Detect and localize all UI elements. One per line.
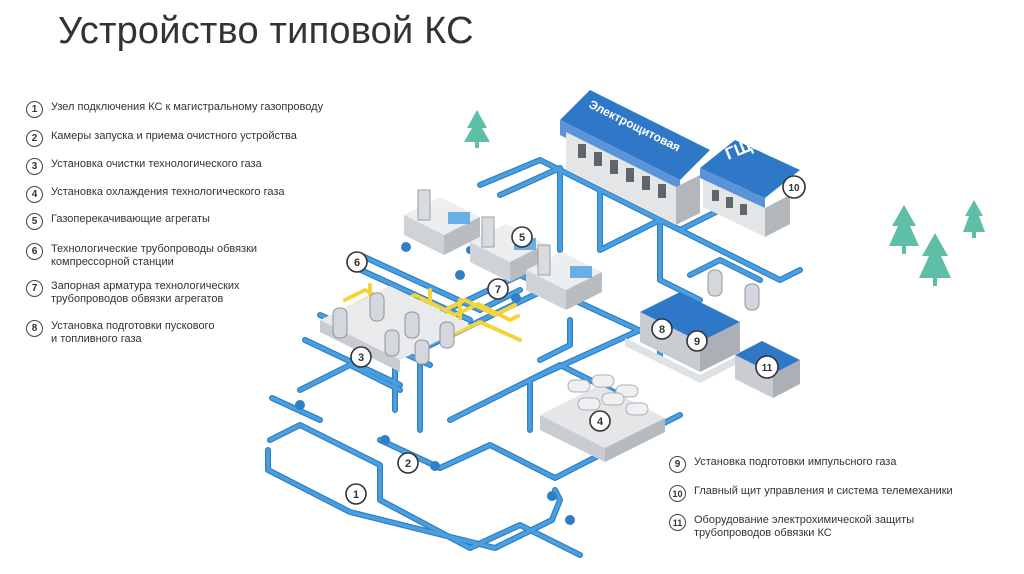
- legend-number-11: 11: [669, 514, 686, 531]
- legend-number-4: 4: [26, 186, 43, 203]
- valve-icon: [295, 400, 305, 410]
- legend-item-2: 2 Камеры запуска и приема очистного устр…: [26, 130, 297, 147]
- tree-icon: [963, 200, 985, 238]
- legend-item-8: 8 Установка подготовки пускового и топли…: [26, 320, 214, 346]
- legend-text-10: Главный щит управления и система телемех…: [694, 485, 953, 497]
- marker-1: 1: [345, 483, 367, 505]
- legend-text-4: Установка охлаждения технологического га…: [51, 186, 285, 198]
- valve-icon: [401, 242, 411, 252]
- legend-left: 1 Узел подключения КС к магистральному г…: [26, 101, 386, 361]
- legend-number-7: 7: [26, 280, 43, 297]
- marker-3: 3: [350, 346, 372, 368]
- legend-item-1: 1 Узел подключения КС к магистральному г…: [26, 101, 323, 118]
- svg-text:9: 9: [694, 336, 700, 348]
- legend-right: 9 Установка подготовки импульсного газа …: [669, 456, 999, 556]
- svg-text:3: 3: [358, 352, 364, 364]
- legend-text-3: Установка очистки технологического газа: [51, 158, 262, 170]
- legend-text-2: Камеры запуска и приема очистного устрой…: [51, 130, 297, 142]
- pulse-gas-vessels: [707, 269, 760, 311]
- marker-10: 10: [782, 175, 806, 199]
- svg-text:8: 8: [659, 324, 665, 336]
- diagram-markers: 1 2 3 4 5 6 7 8: [345, 175, 806, 505]
- marker-7: 7: [487, 278, 509, 300]
- marker-9: 9: [686, 330, 708, 352]
- legend-number-8: 8: [26, 320, 43, 337]
- svg-text:7: 7: [495, 284, 501, 296]
- legend-number-2: 2: [26, 130, 43, 147]
- legend-number-6: 6: [26, 243, 43, 260]
- page-title: Устройство типовой КС: [58, 10, 474, 52]
- legend-number-3: 3: [26, 158, 43, 175]
- svg-text:5: 5: [519, 232, 525, 244]
- legend-item-10: 10 Главный щит управления и система теле…: [669, 485, 953, 502]
- cleaning-unit: [320, 286, 470, 372]
- svg-text:4: 4: [597, 416, 604, 428]
- control-building: ГЩУ: [700, 132, 800, 237]
- marker-11: 11: [755, 355, 779, 379]
- legend-text-7: Запорная арматура технологических трубоп…: [51, 280, 240, 305]
- marker-8: 8: [651, 318, 673, 340]
- svg-text:1: 1: [353, 489, 359, 501]
- compressor-unit: [404, 189, 480, 255]
- legend-number-1: 1: [26, 101, 43, 118]
- legend-text-8: Установка подготовки пускового и топливн…: [51, 320, 215, 345]
- legend-number-9: 9: [669, 456, 686, 473]
- legend-number-10: 10: [669, 485, 686, 502]
- legend-item-3: 3 Установка очистки технологического газ…: [26, 158, 262, 175]
- legend-item-7: 7 Запорная арматура технологических труб…: [26, 280, 240, 306]
- svg-text:2: 2: [405, 458, 411, 470]
- legend-item-9: 9 Установка подготовки импульсного газа: [669, 456, 896, 473]
- legend-text-9: Установка подготовки импульсного газа: [694, 456, 897, 468]
- legend-item-4: 4 Установка охлаждения технологического …: [26, 186, 285, 203]
- legend-text-11: Оборудование электрохимической защиты тр…: [694, 514, 915, 539]
- legend-number-5: 5: [26, 213, 43, 230]
- valve-icon: [430, 461, 440, 471]
- svg-text:6: 6: [354, 257, 360, 269]
- valve-icon: [547, 491, 557, 501]
- marker-6: 6: [346, 251, 368, 273]
- marker-4: 4: [589, 410, 611, 432]
- valve-icon: [455, 270, 465, 280]
- svg-text:10: 10: [788, 183, 800, 194]
- marker-2: 2: [397, 452, 419, 474]
- valve-icon: [565, 515, 575, 525]
- tree-icon: [464, 110, 490, 148]
- tree-icon: [919, 233, 951, 286]
- legend-item-5: 5 Газоперекачивающие агрегаты: [26, 213, 210, 230]
- valve-icon: [511, 293, 521, 303]
- legend-text-6: Технологические трубопроводы обвязки ком…: [51, 243, 258, 268]
- tree-icon: [889, 205, 919, 254]
- legend-item-6: 6 Технологические трубопроводы обвязки к…: [26, 243, 257, 269]
- legend-item-11: 11 Оборудование электрохимической защиты…: [669, 514, 914, 540]
- legend-text-5: Газоперекачивающие агрегаты: [51, 213, 210, 225]
- marker-5: 5: [511, 226, 533, 248]
- valve-icon: [380, 435, 390, 445]
- compressor-unit: [526, 244, 602, 310]
- legend-text-1: Узел подключения КС к магистральному газ…: [51, 101, 324, 113]
- svg-text:11: 11: [762, 363, 773, 374]
